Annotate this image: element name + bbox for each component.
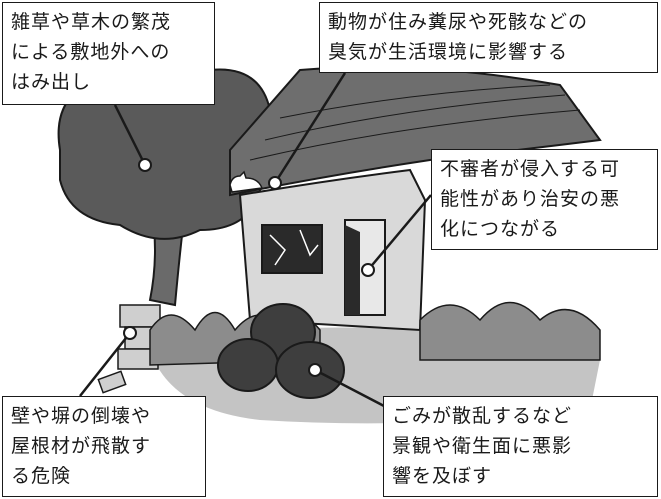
leader-dots	[123, 158, 375, 377]
callout-intruders-line-1: 不審者が侵入する可	[440, 158, 621, 180]
callout-intruders-line-2: 能性があり治安の悪	[440, 188, 621, 210]
callout-animals: 動物が住み糞尿や死骸などの 臭気が生活環境に影響する	[319, 2, 658, 73]
callout-garbage-line-3: 響を及ぼす	[392, 465, 493, 487]
callout-walls-line-2: 屋根材が飛散す	[11, 435, 152, 457]
callout-garbage-line-2: 景観や衛生面に悪影	[392, 435, 573, 457]
cat-icon	[229, 170, 264, 193]
right-weeds	[419, 301, 601, 361]
window-cracks	[269, 229, 319, 266]
callout-intruders: 不審者が侵入する可 能性があり治安の悪 化につながる	[431, 149, 658, 250]
callout-intruders-line-3: 化につながる	[440, 218, 561, 240]
callout-weeds-line-3: はみ出し	[11, 71, 92, 93]
callout-animals-line-1: 動物が住み糞尿や死骸などの	[328, 11, 589, 33]
callout-weeds-line-2: による敷地外への	[11, 41, 171, 63]
fallen-brick	[97, 370, 127, 394]
callout-garbage-line-1: ごみが散乱するなど	[392, 405, 573, 427]
callout-weeds: 雑草や草木の繁茂 による敷地外への はみ出し	[2, 2, 215, 105]
roof-tile-lines	[249, 84, 581, 161]
callout-walls: 壁や塀の倒壊や 屋根材が飛散す る危険	[2, 396, 206, 497]
door-opening	[345, 225, 360, 315]
callout-weeds-line-1: 雑草や草木の繁茂	[11, 11, 172, 33]
callout-walls-line-3: る危険	[11, 465, 72, 487]
callout-animals-line-2: 臭気が生活環境に影響する	[328, 41, 569, 63]
broken-window	[261, 224, 323, 274]
callout-garbage: ごみが散乱するなど 景観や衛生面に悪影 響を及ぼす	[383, 396, 658, 497]
callout-walls-line-1: 壁や塀の倒壊や	[11, 405, 152, 427]
